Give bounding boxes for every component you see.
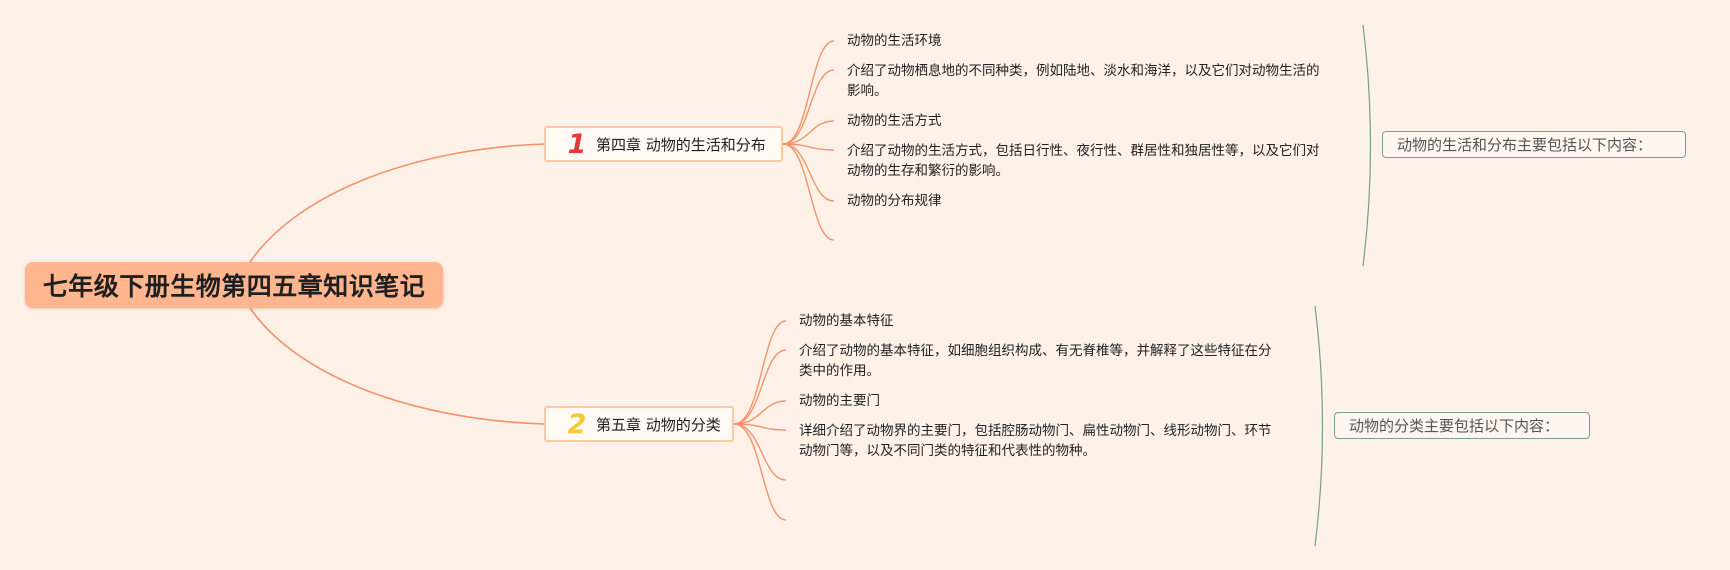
root-topic[interactable]: 七年级下册生物第四五章知识笔记 — [25, 262, 443, 308]
chapter-title: 第四章 动物的生活和分布 — [596, 135, 766, 154]
summary-text: 动物的分类主要包括以下内容： — [1349, 417, 1560, 435]
subtopic-main-phyla-detail[interactable]: 详细介绍了动物界的主要门，包括腔肠动物门、扁性动物门、线形动物门、环节 动物门等… — [799, 421, 1272, 461]
root-title: 七年级下册生物第四五章知识笔记 — [42, 272, 426, 301]
subtopic-habitat-detail[interactable]: 介绍了动物栖息地的不同种类，例如陆地、淡水和海洋，以及它们对动物生活的 影响。 — [847, 61, 1320, 101]
subtopic-basic-features-detail[interactable]: 介绍了动物的基本特征，如细胞组织构成、有无脊椎等，并解释了这些特征在分 类中的作… — [799, 341, 1272, 381]
subtopic-lifestyle[interactable]: 动物的生活方式 — [847, 111, 942, 131]
chapter-topic-5[interactable]: 2 第五章 动物的分类 — [544, 406, 734, 442]
chapter1-summary-bracket — [1362, 24, 1372, 267]
subtopic-main-phyla[interactable]: 动物的主要门 — [799, 391, 880, 411]
detail-line: 类中的作用。 — [799, 363, 880, 379]
chapter1-branch-lines — [782, 40, 835, 241]
chapter2-summary-bracket — [1314, 305, 1324, 547]
chapter5-summary[interactable]: 动物的分类主要包括以下内容： — [1334, 412, 1590, 439]
subtopic-label: 动物的生活环境 — [847, 33, 942, 49]
chapter-number-badge: 2 — [567, 408, 587, 440]
subtopic-lifestyle-detail[interactable]: 介绍了动物的生活方式，包括日行性、夜行性、群居性和独居性等，以及它们对 动物的生… — [847, 141, 1320, 181]
subtopic-label: 动物的生活方式 — [847, 113, 942, 129]
detail-line: 动物的生存和繁衍的影响。 — [847, 163, 1009, 179]
chapter4-summary[interactable]: 动物的生活和分布主要包括以下内容： — [1382, 131, 1686, 158]
summary-text: 动物的生活和分布主要包括以下内容： — [1397, 136, 1653, 154]
detail-line: 介绍了动物的生活方式，包括日行性、夜行性、群居性和独居性等，以及它们对 — [847, 143, 1320, 159]
detail-line: 影响。 — [847, 83, 888, 99]
chapter2-branch-lines — [733, 320, 787, 521]
subtopic-label: 动物的分布规律 — [847, 193, 942, 209]
root-to-chapter1-line — [249, 143, 545, 263]
detail-line: 介绍了动物栖息地的不同种类，例如陆地、淡水和海洋，以及它们对动物生活的 — [847, 63, 1320, 79]
subtopic-habitat[interactable]: 动物的生活环境 — [847, 31, 942, 51]
subtopic-label: 动物的基本特征 — [799, 313, 894, 329]
chapter-topic-4[interactable]: 1 第四章 动物的生活和分布 — [544, 126, 783, 162]
chapter-number-badge: 1 — [567, 128, 587, 160]
subtopic-label: 动物的主要门 — [799, 393, 880, 409]
detail-line: 介绍了动物的基本特征，如细胞组织构成、有无脊椎等，并解释了这些特征在分 — [799, 343, 1272, 359]
subtopic-basic-features[interactable]: 动物的基本特征 — [799, 311, 894, 331]
root-to-chapter2-line — [249, 307, 545, 425]
detail-line: 详细介绍了动物界的主要门，包括腔肠动物门、扁性动物门、线形动物门、环节 — [799, 423, 1272, 439]
subtopic-distribution[interactable]: 动物的分布规律 — [847, 191, 942, 211]
chapter-title: 第五章 动物的分类 — [596, 415, 721, 434]
detail-line: 动物门等，以及不同门类的特征和代表性的物种。 — [799, 443, 1096, 459]
